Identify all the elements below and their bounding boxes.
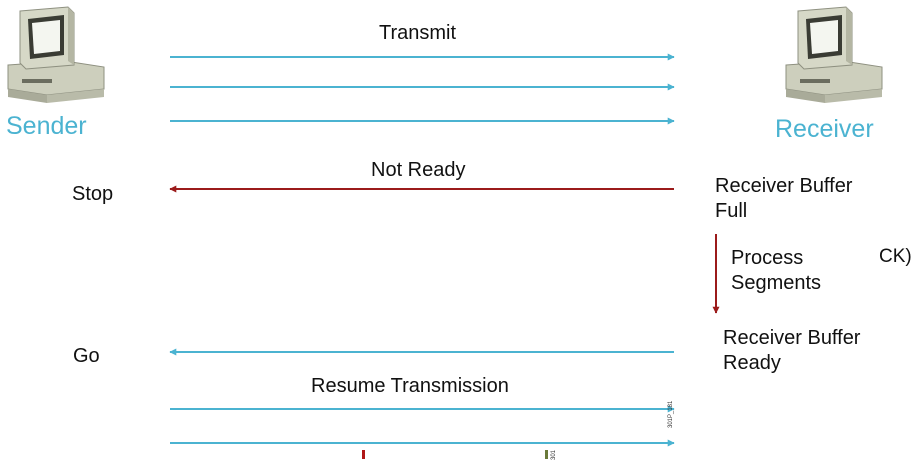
stop-label: Stop (72, 183, 114, 205)
go-label: Go (73, 345, 100, 367)
receiver-computer-icon (785, 6, 883, 103)
resume-transmission-label: Resume Transmission (311, 375, 509, 397)
not-ready-label: Not Ready (371, 159, 466, 181)
receiver-buffer-full-label: Receiver Buffer Full (715, 175, 853, 222)
small-mark-text: 301 (551, 449, 557, 460)
clipped-text: CK) (879, 246, 912, 267)
receiver-label: Receiver (775, 115, 874, 143)
transmit-label: Transmit (379, 22, 457, 44)
red-tick-mark (362, 450, 365, 459)
process-segments-label: Process Segments (731, 247, 822, 294)
sender-label: Sender (6, 112, 87, 140)
sender-computer-icon (7, 6, 105, 103)
receiver-buffer-ready-label: Receiver Buffer Ready (723, 327, 861, 374)
olive-tick-mark (545, 450, 548, 459)
figure-code: 301P_181 (668, 400, 674, 428)
